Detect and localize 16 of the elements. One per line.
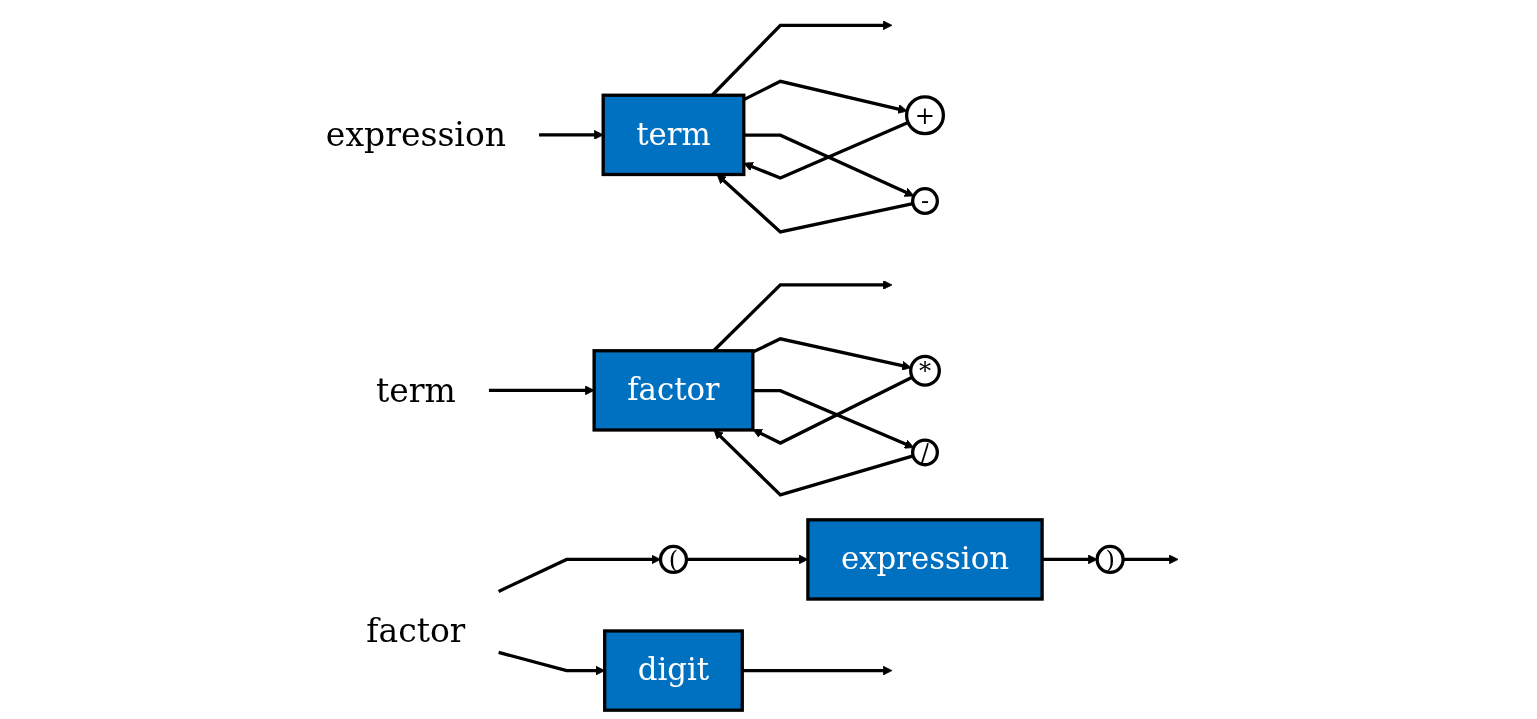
node-circle: /	[911, 438, 939, 467]
node-box: term	[601, 93, 746, 177]
node-text: term	[376, 371, 456, 410]
node-box: factor	[592, 349, 755, 432]
node-circle: )	[1095, 544, 1125, 575]
arrow	[1123, 554, 1179, 565]
node-text: expression	[325, 115, 507, 155]
arrow	[713, 429, 914, 497]
node-circle: (	[658, 544, 689, 575]
arrow	[752, 375, 913, 445]
node-box: digit	[603, 629, 744, 712]
node-box: expression	[806, 518, 1044, 601]
node-circle: -	[911, 187, 939, 215]
node-circle: +	[904, 95, 946, 136]
node-circle: *	[909, 354, 941, 387]
node-text: factor	[366, 611, 466, 650]
